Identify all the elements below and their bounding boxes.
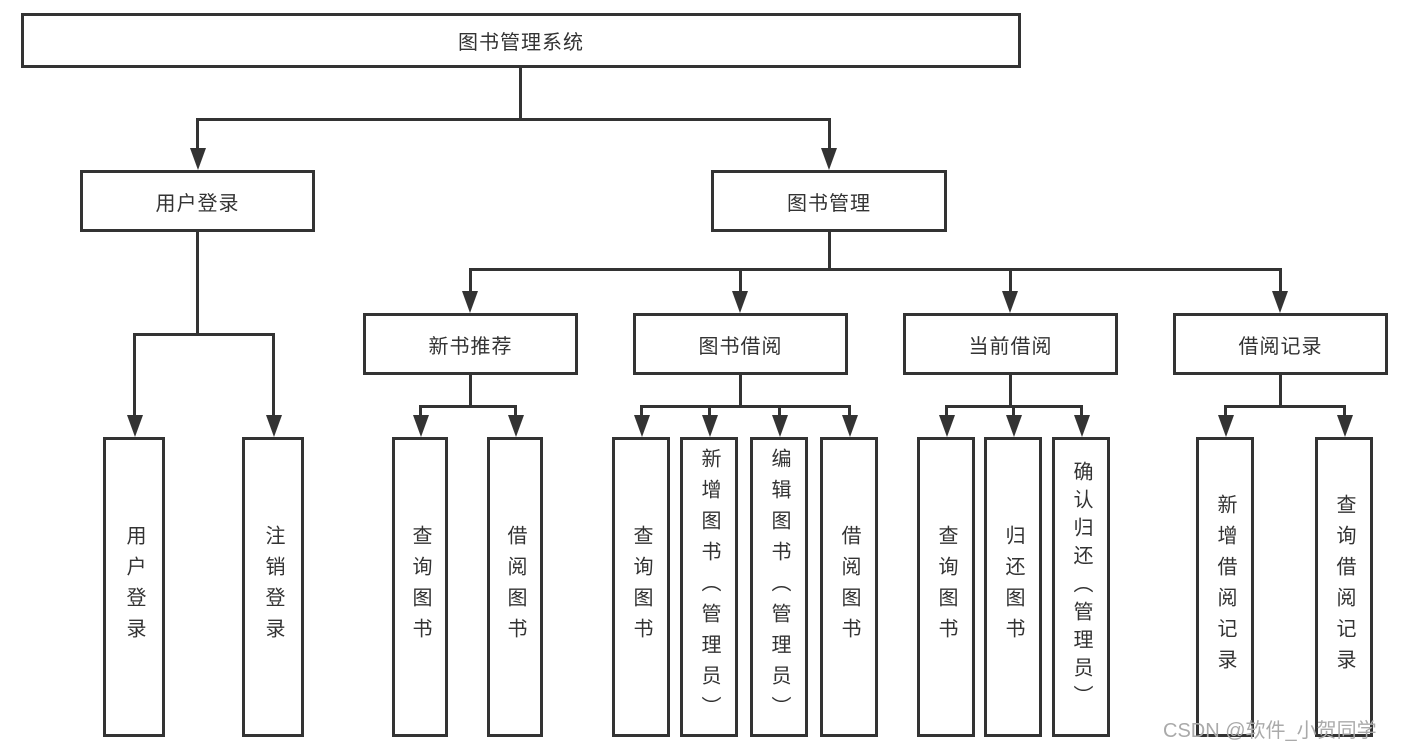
leaf-label: 查询图书 [409, 525, 431, 649]
connector-line [1279, 270, 1282, 292]
arrow-down-icon [127, 415, 143, 437]
arrow-down-icon [266, 415, 282, 437]
leaf-add-book-admin: 新增图书（管理员） [680, 437, 738, 737]
leaf-query-books-current: 查询图书 [917, 437, 975, 737]
leaf-user-login: 用户登录 [103, 437, 165, 737]
arrow-down-icon [508, 415, 524, 437]
connector-line [828, 232, 831, 271]
leaf-label: 查询图书 [935, 525, 957, 649]
connector-line [133, 333, 275, 336]
node-label: 图书借阅 [698, 335, 783, 358]
connector-line [1224, 405, 1346, 408]
connector-line [828, 120, 831, 150]
arrow-down-icon [634, 415, 650, 437]
leaf-label: 借阅图书 [504, 525, 526, 649]
connector-line [196, 118, 831, 121]
arrow-down-icon [1272, 291, 1288, 313]
connector-line [848, 407, 851, 417]
connector-line [945, 405, 1083, 408]
leaf-confirm-return-admin: 确认归还（管理员） [1052, 437, 1110, 737]
connector-line [133, 335, 136, 415]
leaf-query-books-recommend: 查询图书 [392, 437, 448, 737]
node-label: 当前借阅 [968, 335, 1053, 358]
arrow-down-icon [702, 415, 718, 437]
leaf-label: 查询图书 [630, 525, 652, 649]
connector-line [640, 407, 643, 417]
connector-line [1279, 375, 1282, 408]
arrow-down-icon [842, 415, 858, 437]
arrow-down-icon [939, 415, 955, 437]
connector-line [272, 335, 275, 415]
connector-line [739, 375, 742, 408]
connector-line [469, 268, 1282, 271]
node-borrowing-records: 借阅记录 [1173, 313, 1388, 375]
leaf-label: 借阅图书 [838, 525, 860, 649]
connector-line [1224, 407, 1227, 417]
leaf-label: 用户登录 [123, 525, 145, 649]
node-label: 用户登录 [155, 192, 240, 215]
connector-line [469, 270, 472, 292]
node-label: 借阅记录 [1238, 335, 1323, 358]
arrow-down-icon [1006, 415, 1022, 437]
node-current-borrowing: 当前借阅 [903, 313, 1118, 375]
node-book-management: 图书管理 [711, 170, 947, 232]
leaf-label: 确认归还（管理员） [1070, 461, 1092, 713]
arrow-down-icon [772, 415, 788, 437]
csdn-watermark: CSDN @软件_小贺同学 [1163, 720, 1377, 742]
connector-line [778, 407, 781, 417]
connector-line [196, 120, 199, 150]
leaf-add-borrow-record: 新增借阅记录 [1196, 437, 1254, 737]
node-label: 图书管理系统 [458, 32, 584, 54]
connector-line [1343, 407, 1346, 417]
arrow-down-icon [821, 148, 837, 170]
arrow-down-icon [732, 291, 748, 313]
connector-line [196, 232, 199, 336]
node-user-login: 用户登录 [80, 170, 315, 232]
leaf-borrow-books-recommend: 借阅图书 [487, 437, 543, 737]
arrow-down-icon [413, 415, 429, 437]
arrow-down-icon [190, 148, 206, 170]
node-book-borrowing: 图书借阅 [633, 313, 848, 375]
connector-line [1012, 407, 1015, 417]
arrow-down-icon [1337, 415, 1353, 437]
connector-line [514, 407, 517, 417]
connector-line [640, 405, 851, 408]
leaf-label: 查询借阅记录 [1333, 494, 1355, 680]
node-new-book-recommendation: 新书推荐 [363, 313, 578, 375]
arrow-down-icon [1074, 415, 1090, 437]
leaf-label: 编辑图书（管理员） [768, 447, 790, 727]
leaf-label: 新增图书（管理员） [698, 447, 720, 727]
connector-line [1080, 407, 1083, 417]
connector-line [945, 407, 948, 417]
leaf-return-books: 归还图书 [984, 437, 1042, 737]
node-label: 图书管理 [787, 192, 871, 215]
leaf-query-borrow-record: 查询借阅记录 [1315, 437, 1373, 737]
node-library-management-system: 图书管理系统 [21, 13, 1021, 68]
node-label: 新书推荐 [428, 335, 513, 358]
leaf-query-books-borrowing: 查询图书 [612, 437, 670, 737]
connector-line [419, 405, 517, 408]
leaf-label: 新增借阅记录 [1214, 494, 1236, 680]
connector-line [519, 68, 522, 121]
connector-line [708, 407, 711, 417]
connector-line [739, 270, 742, 292]
connector-line [1009, 375, 1012, 408]
leaf-edit-book-admin: 编辑图书（管理员） [750, 437, 808, 737]
arrow-down-icon [462, 291, 478, 313]
leaf-label: 注销登录 [262, 525, 284, 649]
connector-line [1009, 270, 1012, 292]
arrow-down-icon [1002, 291, 1018, 313]
connector-line [469, 375, 472, 408]
leaf-label: 归还图书 [1002, 525, 1024, 649]
leaf-borrow-books-borrowing: 借阅图书 [820, 437, 878, 737]
connector-line [419, 407, 422, 417]
arrow-down-icon [1218, 415, 1234, 437]
leaf-logout-login: 注销登录 [242, 437, 304, 737]
